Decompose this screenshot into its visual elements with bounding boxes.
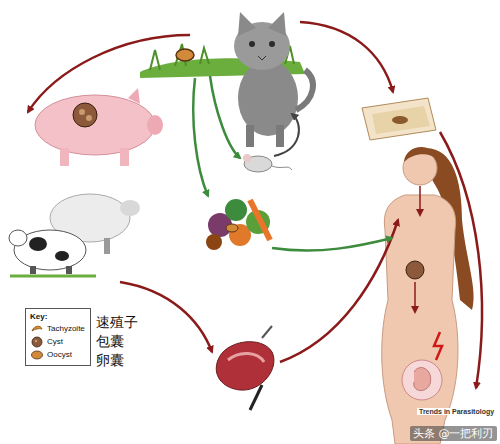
- watermark: 头条 @一把利刃: [410, 426, 497, 441]
- legend-box: Key: TachyzoiteCystOocyst: [25, 308, 91, 366]
- litter-box: [362, 98, 436, 140]
- mouse: [243, 154, 292, 172]
- pregnant-woman: [382, 147, 474, 444]
- meat: [216, 326, 274, 410]
- legend-text: Cyst: [47, 337, 63, 346]
- legend-translation: 包囊: [96, 333, 124, 351]
- legend-icon: [30, 336, 44, 348]
- legend-icon: [30, 349, 44, 361]
- legend-row: Tachyzoite: [30, 322, 85, 335]
- cat: [234, 12, 313, 147]
- legend-row: Cyst: [30, 335, 85, 348]
- legend-text: Oocyst: [47, 350, 72, 359]
- legend-title: Key:: [30, 312, 85, 321]
- cow: [9, 230, 96, 276]
- legend-text: Tachyzoite: [47, 324, 85, 333]
- pig: [35, 88, 163, 166]
- legend-translation: 卵囊: [96, 352, 124, 370]
- source-credit: Trends in Parasitology: [417, 408, 496, 415]
- legend-row: Oocyst: [30, 348, 85, 361]
- legend-translation: 速殖子: [96, 314, 138, 332]
- legend-icon: [30, 323, 44, 335]
- cycle-arrows: [28, 22, 482, 388]
- vegetables: [206, 199, 270, 250]
